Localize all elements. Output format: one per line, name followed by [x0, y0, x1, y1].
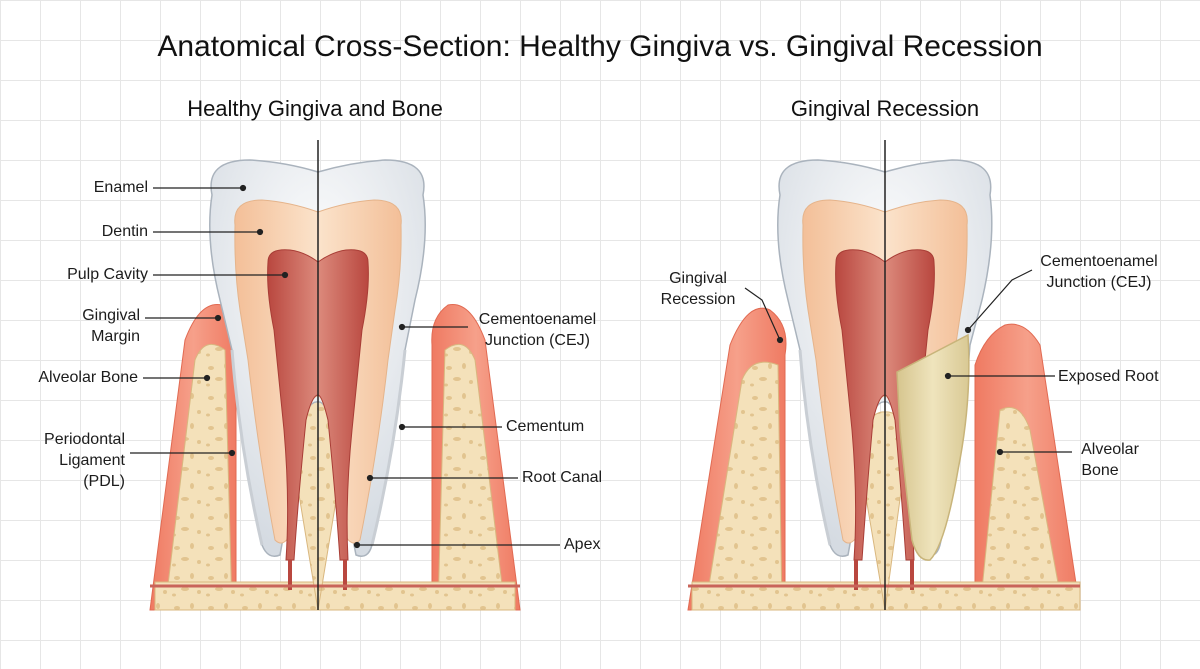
recession-alveolar-bone: [691, 361, 1081, 611]
diagram-title: Anatomical Cross-Section: Healthy Gingiv…: [157, 30, 1043, 63]
recession-leader-lines: [744, 269, 1072, 456]
recession-tooth: [688, 140, 1080, 610]
recession-cej-label-line2: Junction (CEJ): [1046, 274, 1152, 291]
pulp-cavity-label: Pulp Cavity: [67, 266, 148, 283]
root-canal-label: Root Canal: [522, 469, 603, 486]
recession-alveolar-label-line1: Alveolar: [1081, 441, 1139, 458]
gingival-recession-label-line2: Recession: [660, 291, 736, 308]
healthy-panel-title: Healthy Gingiva and Bone: [187, 96, 443, 121]
pdl-label-line2: Ligament: [59, 452, 125, 469]
exposed-root-label: Exposed Root: [1058, 368, 1159, 385]
healthy-leader-lines: [130, 184, 560, 549]
cej-label-line2: Junction (CEJ): [485, 332, 590, 349]
alveolar-bone-label: Alveolar Bone: [38, 369, 138, 386]
pdl-label-line1: Periodontal: [44, 431, 125, 448]
cementum-label: Cementum: [506, 418, 585, 435]
cej-label-line1: Cementoenamel: [478, 311, 597, 328]
gingival-margin-label-line1: Gingival: [82, 307, 140, 324]
gingival-margin-label-line2: Margin: [91, 328, 140, 345]
gingival-recession-label-line1: Gingival: [669, 270, 727, 287]
pdl-label-line3: (PDL): [83, 473, 125, 490]
recession-cej-label-line1: Cementoenamel: [1040, 253, 1158, 270]
apex-label: Apex: [564, 536, 601, 553]
recession-panel-title: Gingival Recession: [790, 96, 980, 121]
healthy-tooth: [150, 140, 520, 610]
recession-alveolar-label-line2: Bone: [1081, 462, 1119, 479]
dentin-label: Dentin: [101, 223, 148, 240]
enamel-label: Enamel: [93, 179, 148, 196]
